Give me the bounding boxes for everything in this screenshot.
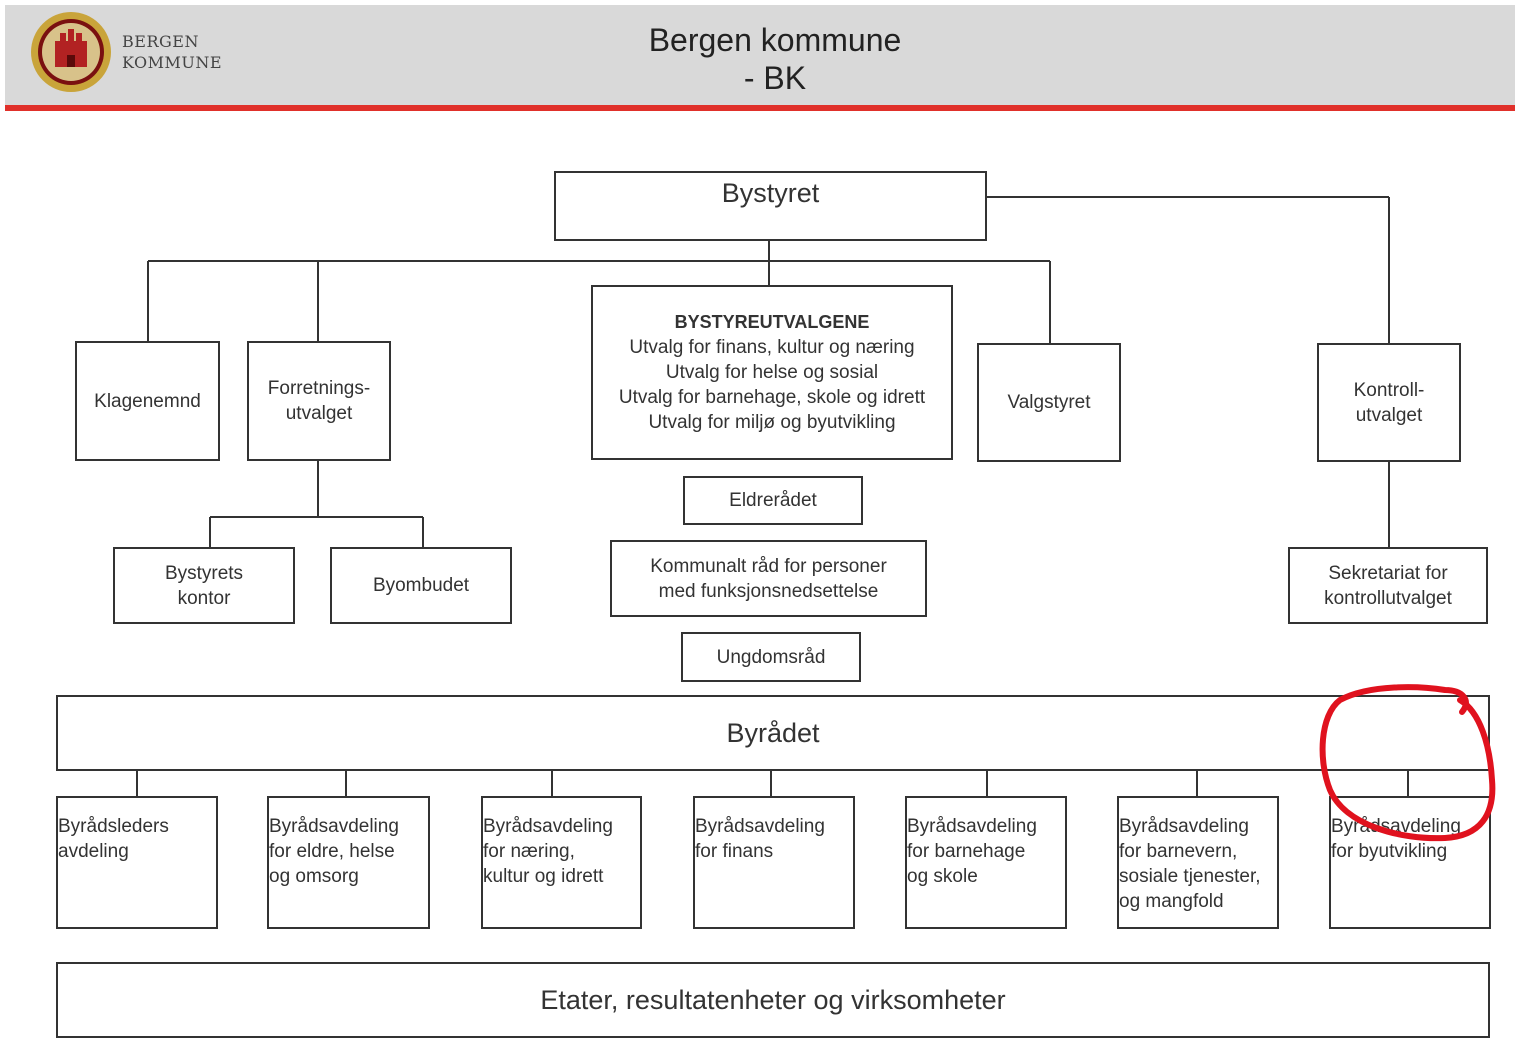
avdeling-label: og skole — [907, 866, 978, 887]
forretningsutvalget-box: Forretnings- utvalget — [247, 341, 391, 461]
etater-label: Etater, resultatenheter og virksomheter — [540, 984, 1006, 1015]
bystyret-label: Bystyret — [721, 178, 820, 208]
avdeling-label: for finans — [695, 841, 774, 862]
bystyrets-kontor-label: Bystyrets — [164, 562, 244, 584]
avdeling-label: for byutvikling — [1331, 841, 1448, 862]
avdeling-label: Byrådsavdeling — [1119, 816, 1249, 837]
valgstyret-box: Valgstyret — [977, 343, 1121, 462]
ungdomsrad-label: Ungdomsråd — [716, 646, 826, 668]
byombudet-label: Byombudet — [372, 575, 470, 596]
page-header: BERGEN KOMMUNE Bergen kommune - BK — [5, 5, 1515, 111]
avdeling-label: Byrådsleders — [58, 816, 169, 837]
avdeling-box: Byrådsavdeling for barnevern, sosiale tj… — [1117, 796, 1279, 929]
avdeling-label: for barnevern, — [1119, 841, 1238, 862]
avdeling-label: sosiale tjenester, — [1119, 866, 1261, 887]
bystyrets-kontor-box: Bystyrets kontor — [113, 547, 295, 624]
sekretariat-label: kontrollutvalget — [1324, 587, 1452, 609]
avdeling-label: og omsorg — [269, 866, 359, 887]
kontrollutvalget-label: Kontroll- — [1353, 379, 1425, 401]
bystyreutvalgene-box: BYSTYREUTVALGENE Utvalg for finans, kult… — [591, 285, 953, 460]
utvalg-item: Utvalg for helse og sosial — [665, 362, 879, 383]
avdeling-box: Byrådsavdeling for barnehage og skole — [905, 796, 1067, 929]
forretningsutvalget-label: utvalget — [285, 403, 353, 424]
avdeling-box: Byrådsavdeling for eldre, helse og omsor… — [267, 796, 430, 929]
byradet-box: Byrådet — [56, 695, 1490, 771]
page-title-line: Bergen kommune — [648, 22, 902, 58]
klagenemnd-label: Klagenemnd — [94, 390, 201, 412]
etater-box: Etater, resultatenheter og virksomheter — [56, 962, 1490, 1038]
logo-text-line: BERGEN — [122, 32, 199, 51]
bystyrets-kontor-label: kontor — [177, 587, 231, 609]
avdeling-label: Byrådsavdeling — [695, 816, 825, 837]
bystyret-box: Bystyret — [554, 171, 987, 241]
avdeling-label: Byrådsavdeling — [269, 816, 399, 837]
utvalg-item: Utvalg for barnehage, skole og idrett — [618, 387, 926, 408]
bystyreutvalgene-heading: BYSTYREUTVALGENE — [674, 312, 870, 332]
avdeling-label: for næring, — [483, 841, 575, 862]
avdeling-box: Byrådsavdeling for næring, kultur og idr… — [481, 796, 642, 929]
avdeling-label: og mangfold — [1119, 891, 1224, 912]
logo-text: BERGEN KOMMUNE — [122, 31, 222, 73]
avdeling-label: for eldre, helse — [269, 841, 395, 862]
forretningsutvalget-label: Forretnings- — [267, 378, 371, 399]
utvalg-item: Utvalg for miljø og byutvikling — [648, 412, 896, 433]
page-title: Bergen kommune - BK — [565, 21, 985, 97]
avdeling-label: avdeling — [58, 841, 129, 862]
avdeling-label: for barnehage — [907, 841, 1026, 862]
avdeling-label: kultur og idrett — [483, 866, 604, 887]
avdeling-box: Byrådsavdeling for finans — [693, 796, 855, 929]
kontrollutvalget-label: utvalget — [1355, 404, 1423, 426]
valgstyret-label: Valgstyret — [1007, 392, 1091, 413]
klagenemnd-box: Klagenemnd — [75, 341, 220, 461]
ungdomsrad-box: Ungdomsråd — [681, 632, 861, 682]
page-title-line: - BK — [743, 60, 807, 96]
avdeling-label: Byrådsavdeling — [483, 816, 613, 837]
logo-text-line: KOMMUNE — [122, 53, 223, 72]
kommunalt-rad-box: Kommunalt råd for personer med funksjons… — [610, 540, 927, 617]
kommunalt-rad-label: Kommunalt råd for personer — [650, 555, 887, 577]
eldreradet-label: Eldrerådet — [729, 490, 817, 511]
sekretariat-box: Sekretariat for kontrollutvalget — [1288, 547, 1488, 624]
avdeling-label: Byrådsavdeling — [907, 816, 1037, 837]
eldreradet-box: Eldrerådet — [683, 476, 863, 525]
avdeling-box: Byrådsleders avdeling — [56, 796, 218, 929]
utvalg-item: Utvalg for finans, kultur og næring — [629, 337, 915, 358]
kontrollutvalget-box: Kontroll- utvalget — [1317, 343, 1461, 462]
sekretariat-label: Sekretariat for — [1328, 562, 1448, 584]
byradet-label: Byrådet — [726, 717, 820, 748]
byombudet-box: Byombudet — [330, 547, 512, 624]
bergen-coat-of-arms-icon — [31, 12, 111, 92]
kommunalt-rad-label: med funksjonsnedsettelse — [658, 580, 879, 602]
